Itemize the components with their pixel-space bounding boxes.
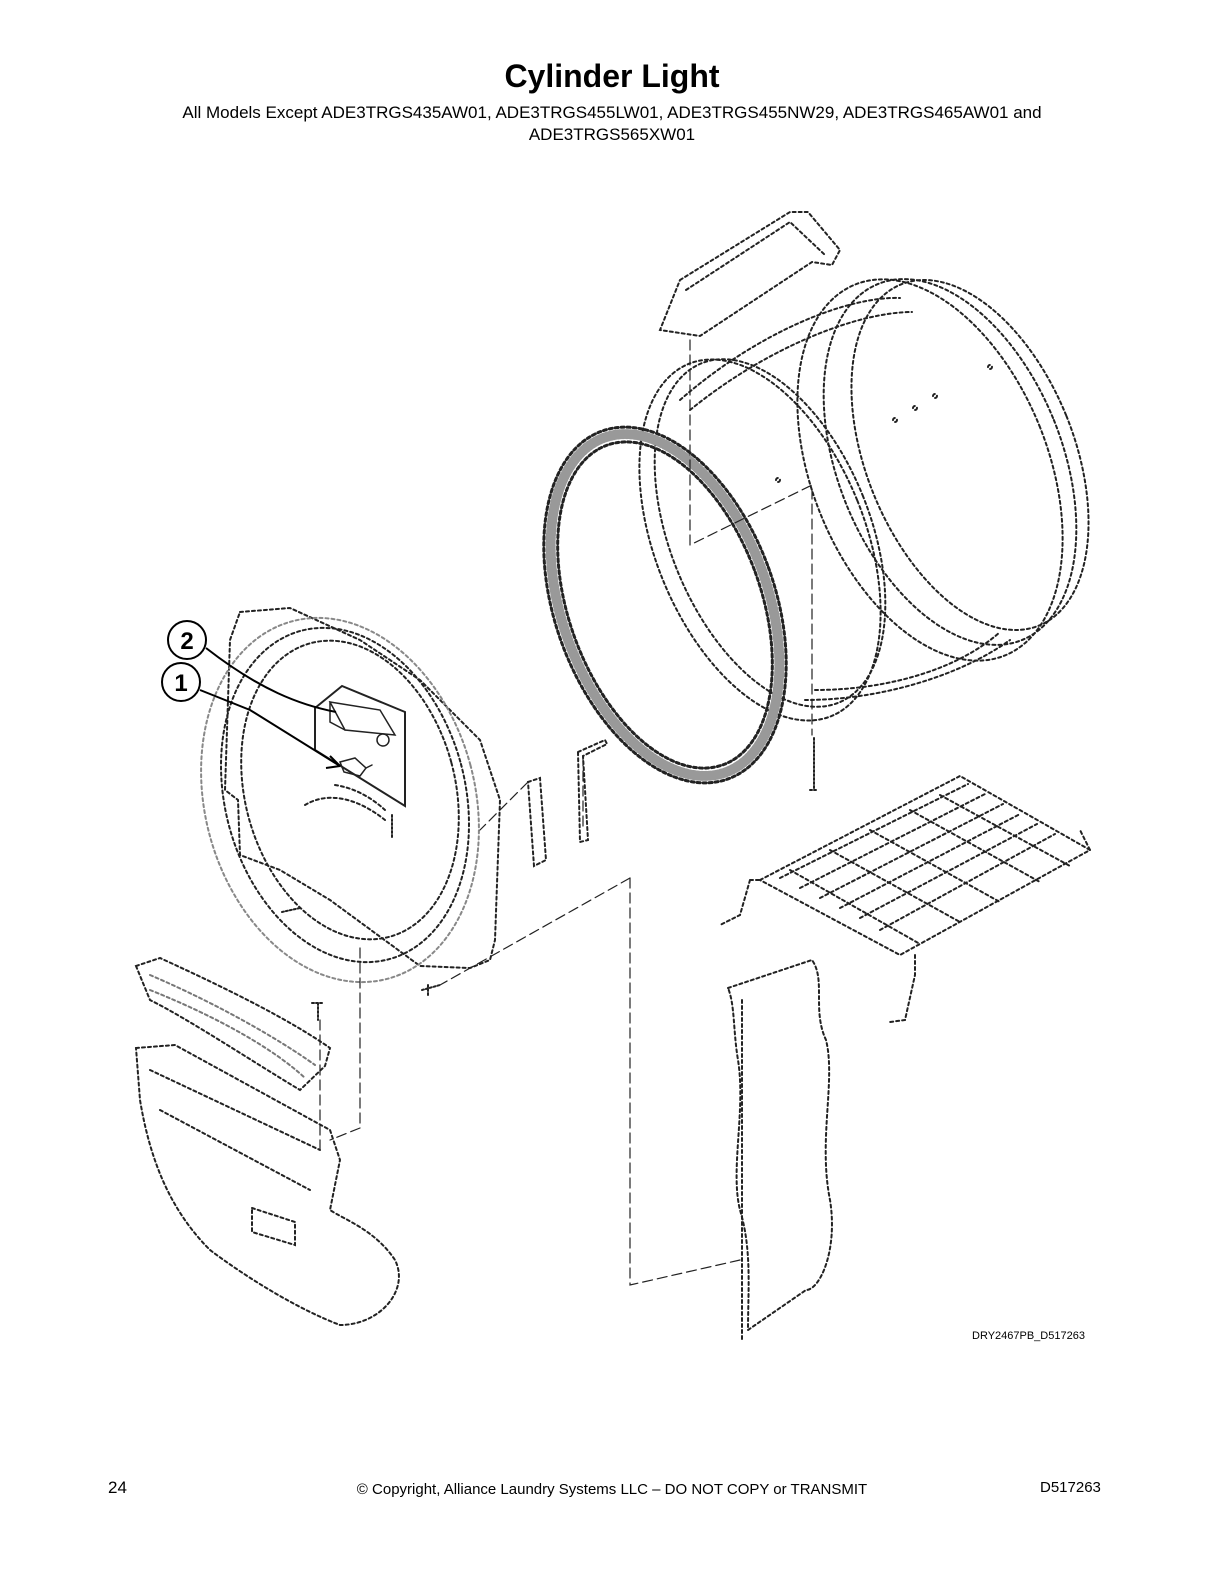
side-duct-panel-part	[726, 958, 833, 1341]
callout-1: 1	[161, 662, 201, 702]
light-assembly-inset	[314, 684, 406, 808]
callout-2: 2	[167, 620, 207, 660]
document-number: D517263	[1040, 1479, 1101, 1496]
cylinder-drum-part	[638, 278, 1090, 722]
page-title: Cylinder Light	[504, 58, 720, 94]
lint-screen-part	[134, 956, 332, 1092]
top-baffle-part	[658, 211, 842, 338]
copyright-notice: © Copyright, Alliance Laundry Systems LL…	[356, 1481, 868, 1498]
drawing-reference: DRY2467PB_D517263	[972, 1330, 1085, 1342]
screw-part	[281, 737, 819, 1021]
callout-1-leader	[199, 689, 341, 767]
drying-rack-part	[719, 774, 1093, 1023]
callout-1-number: 1	[174, 670, 187, 697]
callout-2-leader	[205, 647, 337, 713]
drum-seal-ring-part	[542, 425, 788, 785]
lint-duct-housing-part	[134, 1043, 400, 1327]
page-number: 24	[108, 1478, 127, 1497]
alignment-lines	[319, 339, 813, 1286]
support-strip-part	[526, 738, 609, 868]
front-bulkhead-part	[200, 606, 502, 984]
callout-2-number: 2	[180, 628, 193, 655]
page-subtitle: All Models Except ADE3TRGS435AW01, ADE3T…	[182, 103, 1042, 144]
